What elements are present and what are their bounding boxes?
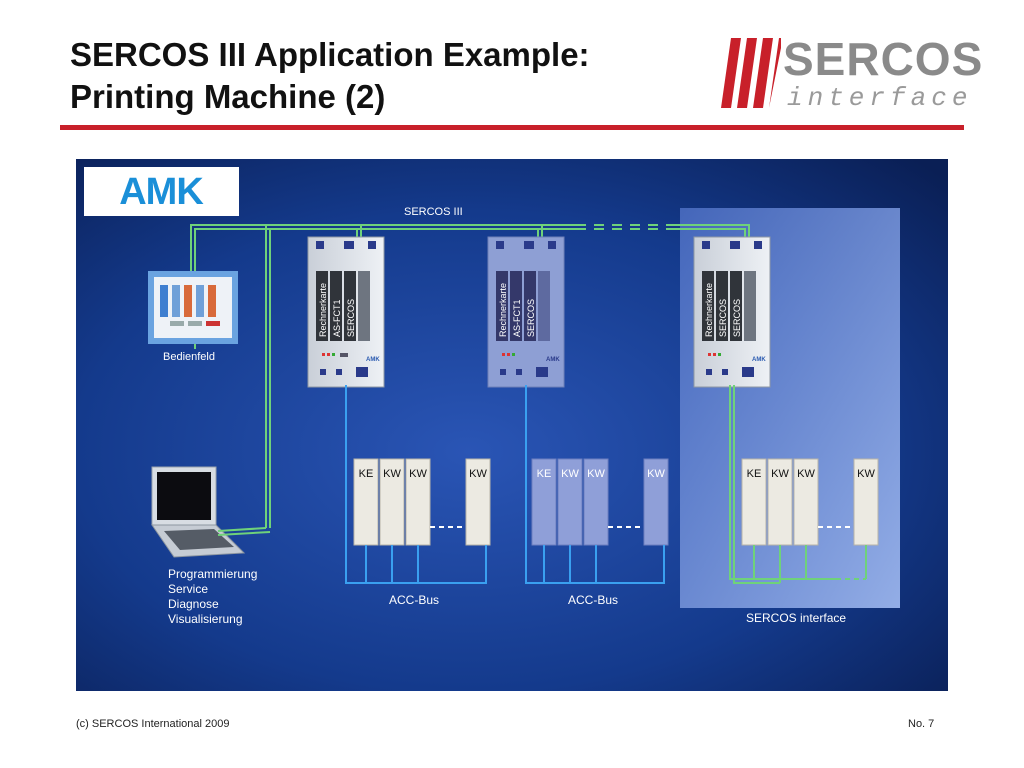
controller-1-slot-3: SERCOS bbox=[346, 299, 356, 337]
controller-1-slot-2: AS-FCT1 bbox=[332, 299, 342, 337]
drive-2-2: KW bbox=[561, 468, 579, 480]
controller-1: Rechnerkarte AS-FCT1 SERCOS AMK bbox=[307, 236, 385, 388]
drive-group-1: KE KW KW KW ACC-Bus bbox=[345, 385, 491, 607]
title-rule bbox=[60, 125, 964, 130]
laptop-label-3: Diagnose bbox=[168, 597, 219, 611]
laptop-label-4: Visualisierung bbox=[168, 612, 243, 626]
controller-2-slot-2: AS-FCT1 bbox=[512, 299, 522, 337]
drive-1-1: KE bbox=[359, 468, 374, 480]
controller-2: Rechnerkarte AS-FCT1 SERCOS AMK bbox=[487, 236, 565, 388]
drive-1-4: KW bbox=[469, 468, 487, 480]
drive-group-3: KE KW KW KW SERCOS interface bbox=[729, 385, 879, 625]
drive-2-4: KW bbox=[647, 468, 665, 480]
slide-title: SERCOS III Application Example: Printing… bbox=[70, 34, 590, 118]
controller-3-brand: AMK bbox=[752, 357, 766, 363]
footer-copyright: (c) SERCOS International 2009 bbox=[76, 718, 230, 730]
controller-3: Rechnerkarte SERCOS SERCOS AMK bbox=[693, 236, 771, 388]
drive-1-3: KW bbox=[409, 468, 427, 480]
acc-bus-label-2: ACC-Bus bbox=[568, 593, 618, 607]
page-number: No. 7 bbox=[908, 718, 935, 730]
laptop-icon bbox=[151, 466, 246, 558]
drive-3-4: KW bbox=[857, 468, 875, 480]
controller-2-slot-1: Rechnerkarte bbox=[498, 283, 508, 337]
amk-logo-text: AMK bbox=[119, 171, 204, 213]
laptop-label-2: Service bbox=[168, 582, 208, 596]
sercos-interface-label: SERCOS interface bbox=[746, 611, 846, 625]
sercos-interface-logo: SERCOS interface bbox=[715, 34, 982, 114]
controller-3-slot-3: SERCOS bbox=[732, 299, 742, 337]
amk-logo: AMK bbox=[84, 167, 239, 216]
laptop-label-1: Programmierung bbox=[168, 567, 257, 581]
controller-2-slot-3: SERCOS bbox=[526, 299, 536, 337]
drive-3-3: KW bbox=[797, 468, 815, 480]
controller-1-slot-1: Rechnerkarte bbox=[318, 283, 328, 337]
title-line-2: Printing Machine (2) bbox=[70, 78, 386, 115]
operator-panel bbox=[148, 271, 238, 344]
network-diagram: AMK SERCOS III Bedienfeld bbox=[76, 159, 948, 691]
controller-2-brand: AMK bbox=[546, 357, 560, 363]
drive-2-3: KW bbox=[587, 468, 605, 480]
sercos-iii-label: SERCOS III bbox=[404, 206, 463, 218]
controller-3-slot-1: Rechnerkarte bbox=[704, 283, 714, 337]
drive-1-2: KW bbox=[383, 468, 401, 480]
logo-subword: interface bbox=[787, 83, 973, 113]
controller-1-brand: AMK bbox=[366, 357, 380, 363]
title-line-1: SERCOS III Application Example: bbox=[70, 36, 590, 73]
panel-label: Bedienfeld bbox=[163, 351, 215, 363]
drive-3-1: KE bbox=[747, 468, 762, 480]
sercos-iii-lines bbox=[190, 224, 750, 528]
controller-3-slot-2: SERCOS bbox=[718, 299, 728, 337]
drive-group-2: KE KW KW KW ACC-Bus bbox=[525, 385, 669, 607]
sercos-bars-icon bbox=[721, 38, 781, 108]
drive-2-1: KE bbox=[537, 468, 552, 480]
drive-3-2: KW bbox=[771, 468, 789, 480]
acc-bus-label-1: ACC-Bus bbox=[389, 593, 439, 607]
logo-word: SERCOS bbox=[783, 33, 984, 85]
